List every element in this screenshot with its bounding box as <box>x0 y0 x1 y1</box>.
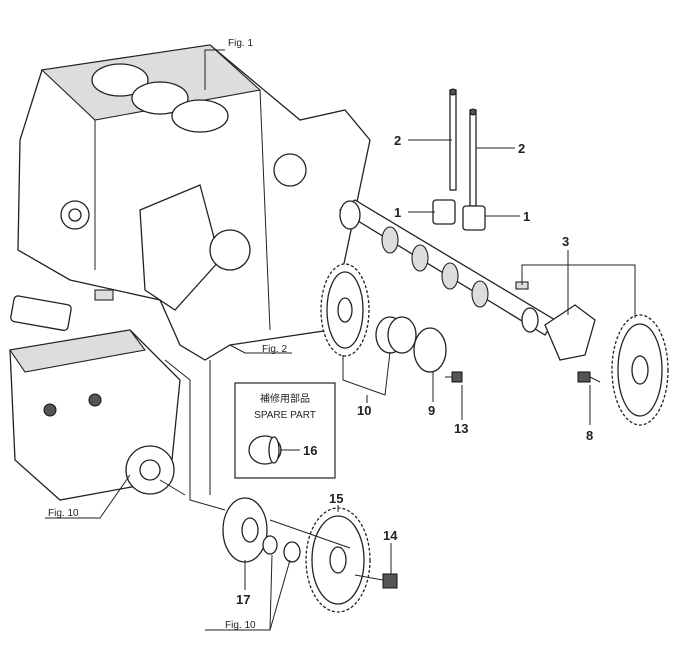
leader-lines <box>45 49 636 631</box>
callout-8: 8 <box>586 428 593 443</box>
callout-2-right: 2 <box>518 141 525 156</box>
spare-part-title-jp: 補修用部品 <box>260 392 310 405</box>
camshaft-gear <box>611 314 669 426</box>
bolt-13 <box>445 371 463 383</box>
nut <box>283 541 301 563</box>
thrust-plate-9 <box>413 327 447 373</box>
idler-gear-15 <box>305 507 371 613</box>
callout-1-left: 1 <box>394 205 401 220</box>
fuel-cam-gear <box>320 263 417 357</box>
tappets <box>432 199 486 231</box>
camshaft <box>338 199 556 336</box>
bolt-8 <box>577 371 601 383</box>
callout-3: 3 <box>562 234 569 249</box>
callout-1-right: 1 <box>523 209 530 224</box>
spare-part-title-en: SPARE PART <box>254 410 316 421</box>
washer <box>262 535 278 555</box>
callout-16: 16 <box>303 443 317 458</box>
callout-15: 15 <box>329 491 343 506</box>
fig-10-reference-pump[interactable]: Fig. 10 <box>48 508 79 519</box>
hub-17 <box>222 497 268 563</box>
callout-2-left: 2 <box>394 133 401 148</box>
push-rods <box>449 88 477 207</box>
bolt-14 <box>354 573 398 589</box>
fig-2-reference[interactable]: Fig. 2 <box>262 344 287 355</box>
fig-10-reference-bottom[interactable]: Fig. 10 <box>225 620 256 631</box>
callout-17: 17 <box>236 592 250 607</box>
callout-9: 9 <box>428 403 435 418</box>
engine-block <box>17 44 371 361</box>
callout-13: 13 <box>454 421 468 436</box>
spare-part-box: 補修用部品 SPARE PART 16 <box>234 382 336 479</box>
fig-1-reference[interactable]: Fig. 1 <box>228 38 253 49</box>
injection-pump <box>9 295 186 501</box>
callout-10: 10 <box>357 403 371 418</box>
callout-14: 14 <box>383 528 398 543</box>
camshaft-thrust-plate <box>544 304 596 361</box>
